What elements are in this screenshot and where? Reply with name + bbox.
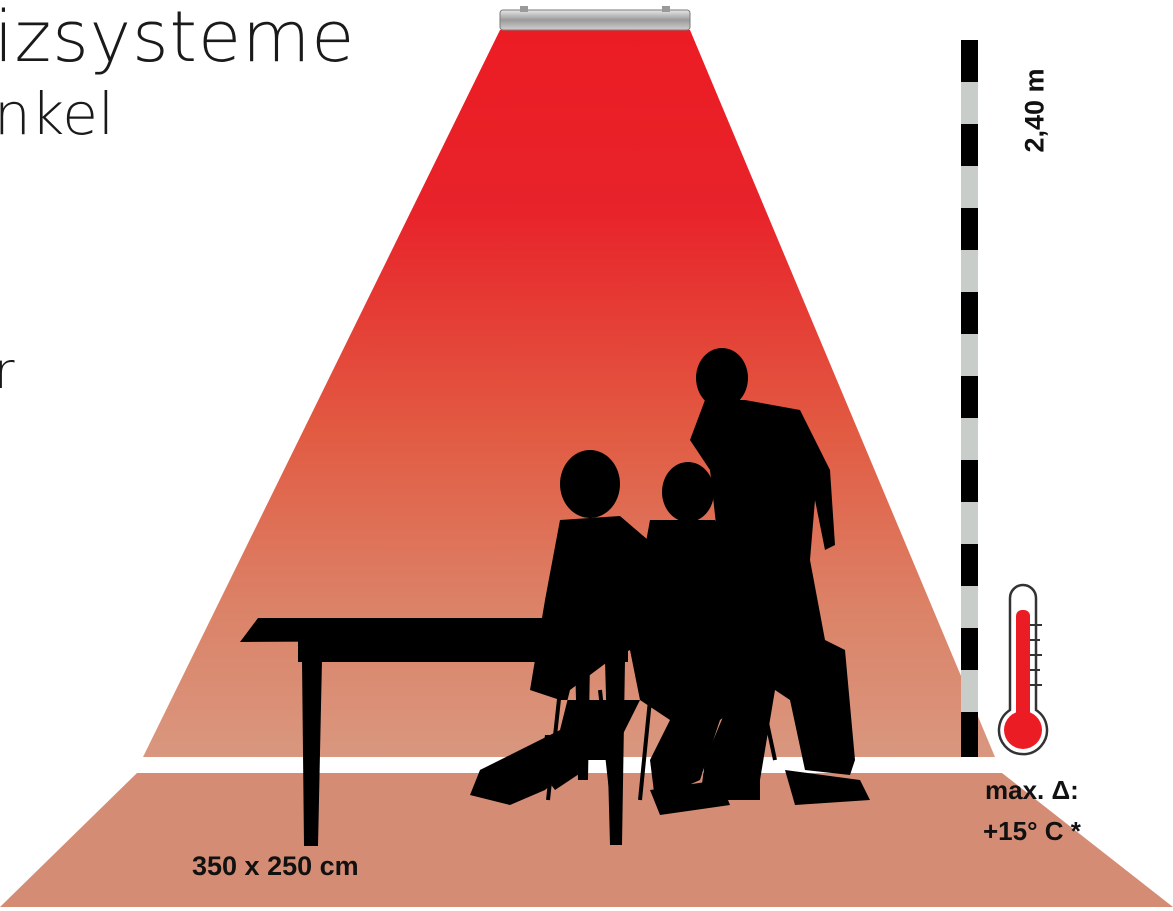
height-label: 2,40 m <box>1020 56 1051 166</box>
side-text-fragment: r <box>0 342 15 400</box>
page-subtitle: nkel <box>0 80 114 148</box>
ceiling-heater-icon <box>500 6 690 30</box>
floor-size-label: 350 x 250 cm <box>192 851 359 882</box>
height-ruler-icon <box>961 40 978 757</box>
temperature-delta-label: max. Δ: <box>985 775 1079 806</box>
page-title: izsysteme <box>0 0 355 78</box>
thermometer-icon <box>999 585 1047 754</box>
temperature-delta-value: +15° C * <box>983 816 1081 847</box>
